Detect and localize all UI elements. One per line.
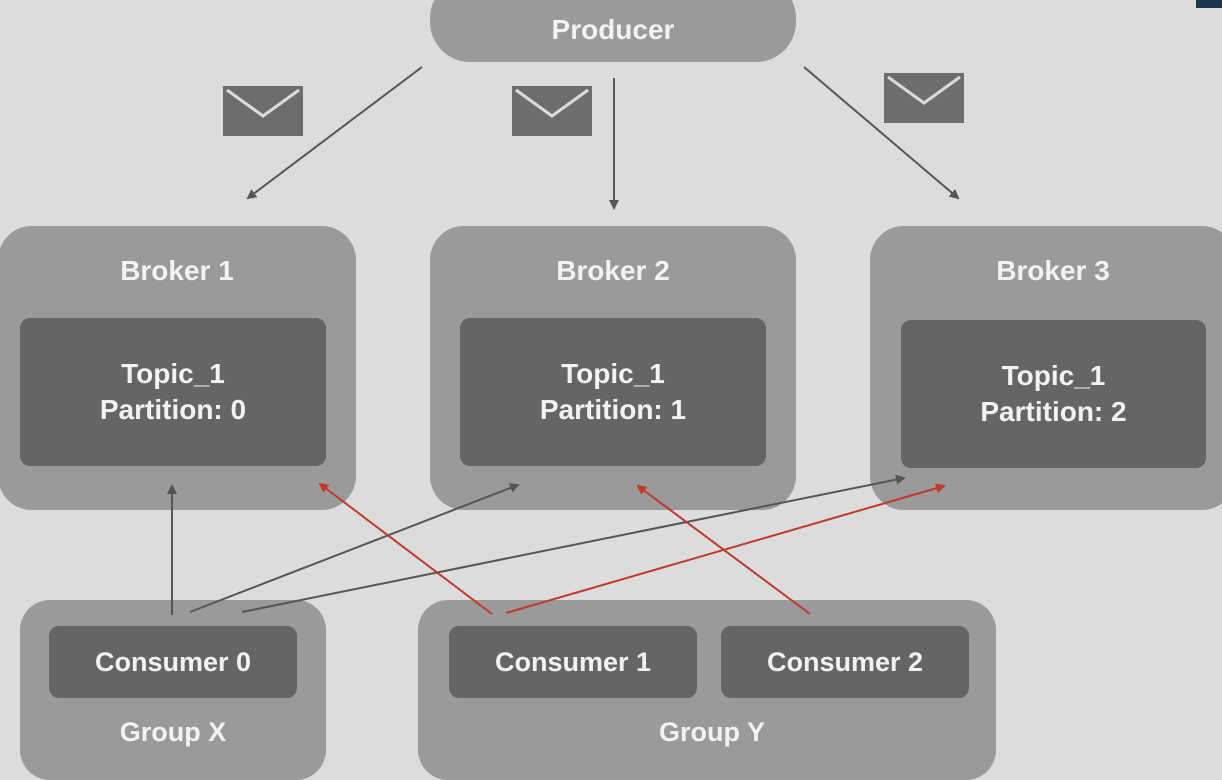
arrows-layer <box>167 66 960 615</box>
group-y-label: Group Y <box>658 717 765 747</box>
broker-3-label: Broker 3 <box>996 255 1110 286</box>
broker-3-topic: Topic_1 <box>1001 360 1106 391</box>
arrow-consumer-2-to-broker-2 <box>636 484 811 615</box>
broker-3-partition-box: Topic_1 Partition: 2 <box>901 320 1206 468</box>
consumer-2-box: Consumer 2 <box>721 626 969 698</box>
broker-2-partition-box: Topic_1 Partition: 1 <box>460 318 766 466</box>
consumer-1-label: Consumer 1 <box>494 647 652 677</box>
corner-marker <box>1196 0 1222 8</box>
broker-2-topic: Topic_1 <box>561 358 665 389</box>
group-x-label: Group X <box>119 717 227 747</box>
broker-2-label: Broker 2 <box>556 255 670 286</box>
broker-2-partition: Partition: 1 <box>539 394 687 425</box>
arrow-consumer-0-to-broker-3 <box>241 474 906 613</box>
producer-box: Producer <box>430 0 796 62</box>
broker-1-label: Broker 1 <box>120 255 234 286</box>
consumer-0-box: Consumer 0 <box>49 626 297 698</box>
envelope-icon <box>884 73 964 123</box>
envelope-icon <box>223 86 303 136</box>
consumer-0-label: Consumer 0 <box>94 647 252 677</box>
broker-1-partition: Partition: 0 <box>99 394 247 425</box>
broker-1-partition-box: Topic_1 Partition: 0 <box>20 318 326 466</box>
arrow-producer-to-broker-1 <box>246 66 423 200</box>
consumer-1-box: Consumer 1 <box>449 626 697 698</box>
broker-1-topic: Topic_1 <box>121 358 225 389</box>
producer-label: Producer <box>551 14 675 45</box>
arrow-producer-to-broker-3 <box>803 66 960 200</box>
broker-3-partition: Partition: 2 <box>980 396 1127 427</box>
arrow-consumer-0-to-broker-2 <box>189 483 520 613</box>
arrow-consumer-1-to-broker-1 <box>318 482 493 615</box>
consumer-2-label: Consumer 2 <box>766 647 924 677</box>
envelope-icon <box>512 86 592 136</box>
